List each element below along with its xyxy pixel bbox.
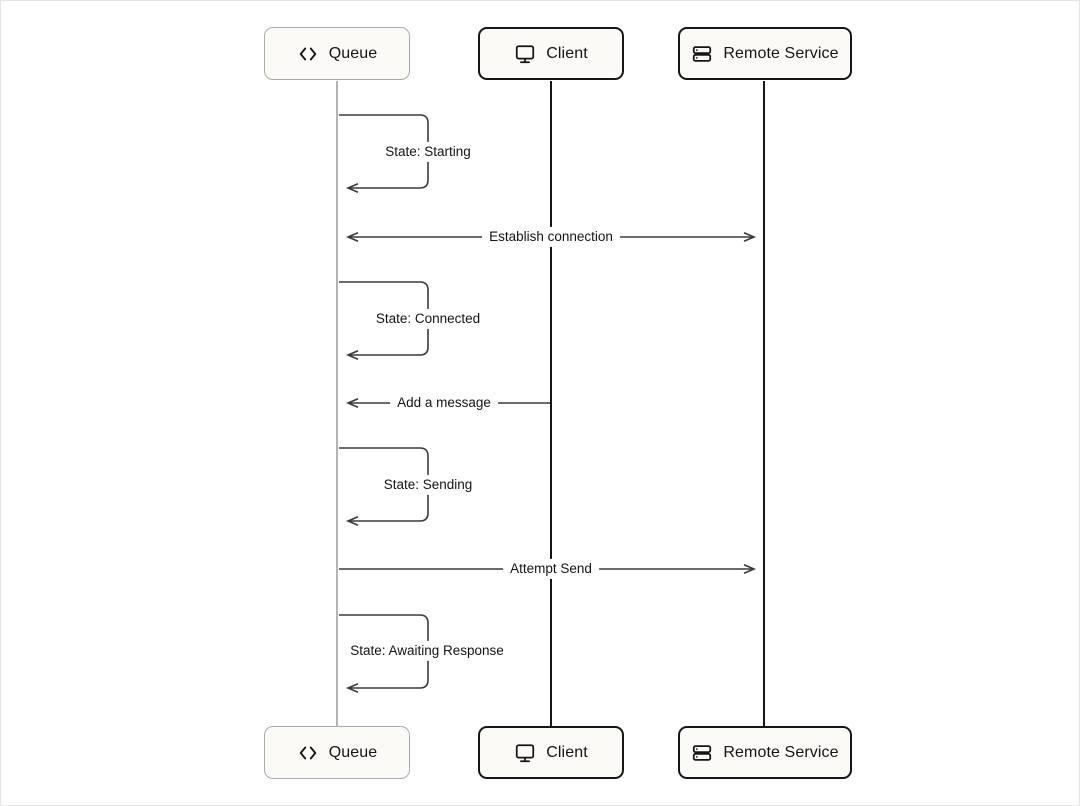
code-brackets-icon <box>299 47 316 60</box>
arrowhead-right-icon <box>743 232 757 242</box>
actor-box-remote-service-top: Remote Service <box>678 27 852 80</box>
actor-label-client: Client <box>546 44 588 62</box>
arrowhead-right-icon <box>743 564 757 574</box>
arrowhead-left-icon <box>345 398 359 408</box>
monitor-icon <box>516 743 535 762</box>
arrowhead-left-icon <box>345 516 359 526</box>
actor-label-remote-service: Remote Service <box>723 743 839 761</box>
actor-box-client-top: Client <box>478 27 624 80</box>
message-label-state-connected: State: Connected <box>368 308 488 330</box>
message-label-state-sending: State: Sending <box>376 474 480 496</box>
actor-box-queue-bottom: Queue <box>264 726 410 779</box>
arrowhead-left-icon <box>345 183 359 193</box>
actor-box-client-bottom: Client <box>478 726 624 779</box>
actor-label-client: Client <box>546 743 588 761</box>
arrowhead-left-icon <box>345 350 359 360</box>
actor-label-queue: Queue <box>328 44 378 62</box>
actor-label-queue: Queue <box>328 743 378 761</box>
server-stack-icon <box>693 45 712 62</box>
code-brackets-icon <box>299 746 316 759</box>
actor-box-queue-top: Queue <box>264 27 410 80</box>
actor-box-remote-service-bottom: Remote Service <box>678 726 852 779</box>
message-label-add-a-message: Add a message <box>390 392 498 414</box>
message-label-state-starting: State: Starting <box>378 141 478 163</box>
actor-label-remote-service: Remote Service <box>723 44 839 62</box>
message-label-state-awaiting-response: State: Awaiting Response <box>343 640 511 662</box>
message-label-establish-connection: Establish connection <box>482 226 620 248</box>
monitor-icon <box>516 44 535 63</box>
server-stack-icon <box>693 744 712 761</box>
arrowhead-left-icon <box>345 683 359 693</box>
arrowhead-left-icon <box>345 232 359 242</box>
message-label-attempt-send: Attempt Send <box>503 558 599 580</box>
